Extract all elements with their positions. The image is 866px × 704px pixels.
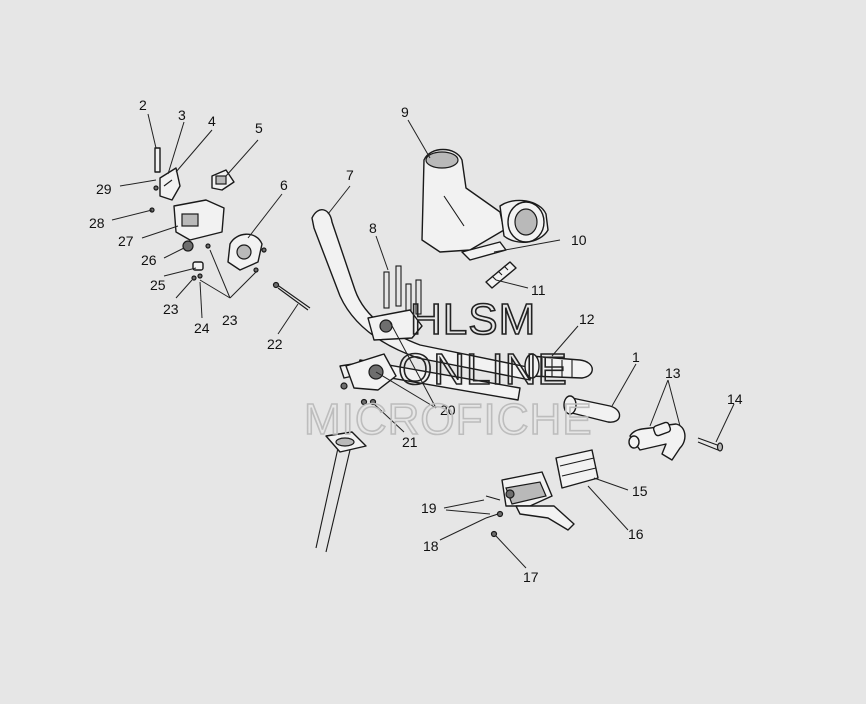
callout-11: 11 (531, 282, 546, 298)
callout-17: 17 (523, 569, 539, 585)
callout-18: 18 (423, 538, 439, 554)
callout-13: 13 (665, 365, 681, 381)
watermark-line1: HLSM (410, 295, 536, 344)
callout-21: 21 (402, 434, 418, 450)
callout-6: 6 (280, 177, 288, 193)
callout-20: 20 (440, 402, 456, 418)
throttle-assembly (149, 147, 267, 281)
callout-28: 28 (89, 215, 105, 231)
callout-numbers: 1 2 3 4 5 6 7 8 9 10 11 12 13 14 15 16 1… (89, 97, 743, 585)
strap (485, 261, 517, 289)
watermark: HLSM ONLINE MICROFICHE (303, 294, 593, 445)
callout-5: 5 (255, 120, 263, 136)
callout-16: 16 (628, 526, 644, 542)
bar-end (628, 421, 724, 461)
callout-12: 12 (579, 311, 595, 327)
callout-15: 15 (632, 483, 648, 499)
throttle-cable (272, 281, 311, 311)
right-grip (524, 353, 593, 379)
callout-23b: 23 (222, 312, 238, 328)
callout-2: 2 (139, 97, 147, 113)
callout-24: 24 (194, 320, 210, 336)
callout-27: 27 (118, 233, 134, 249)
callout-14: 14 (727, 391, 743, 407)
leader-lines (111, 113, 735, 569)
watermark-line2: ONLINE (398, 345, 568, 394)
handlebar-pad (421, 148, 549, 261)
left-grip (563, 395, 621, 423)
callout-4: 4 (208, 113, 216, 129)
steering-column (315, 431, 367, 553)
callout-23a: 23 (163, 301, 179, 317)
callout-1: 1 (632, 349, 640, 365)
callout-10: 10 (571, 232, 587, 248)
callout-3: 3 (178, 107, 186, 123)
callout-29: 29 (96, 181, 112, 197)
callout-22: 22 (267, 336, 283, 352)
watermark-line3: MICROFICHE (304, 395, 593, 444)
callout-19: 19 (421, 500, 437, 516)
callout-7: 7 (346, 167, 354, 183)
brake-master-cylinder (485, 449, 599, 538)
callout-26: 26 (141, 252, 157, 268)
callout-9: 9 (401, 104, 409, 120)
callout-8: 8 (369, 220, 377, 236)
callout-25: 25 (150, 277, 166, 293)
